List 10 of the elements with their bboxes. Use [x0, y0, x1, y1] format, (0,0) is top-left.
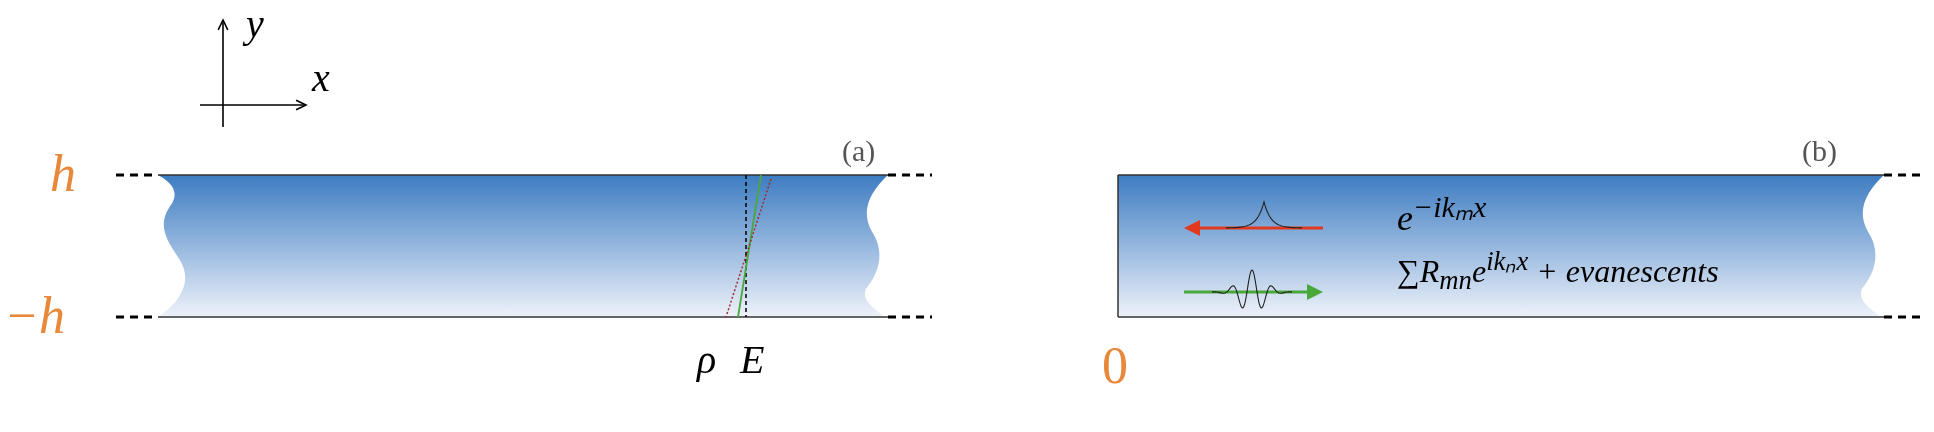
wave-formula: e$^{−ikₘx}$	[1397, 192, 1487, 236]
modulus-label: E	[740, 340, 765, 380]
origin-label: 0	[1102, 340, 1128, 392]
panel-label: (b)	[1802, 136, 1837, 166]
boundary-label: h	[50, 148, 76, 200]
boundary-label: −h	[4, 290, 66, 342]
wave-formula: ∑R$_{mn}$e$^{ikₙx}$ + evanescents	[1397, 248, 1719, 294]
axis-label: x	[312, 58, 330, 98]
density-label: ρ	[697, 340, 717, 380]
panel-label: (a)	[842, 136, 876, 166]
